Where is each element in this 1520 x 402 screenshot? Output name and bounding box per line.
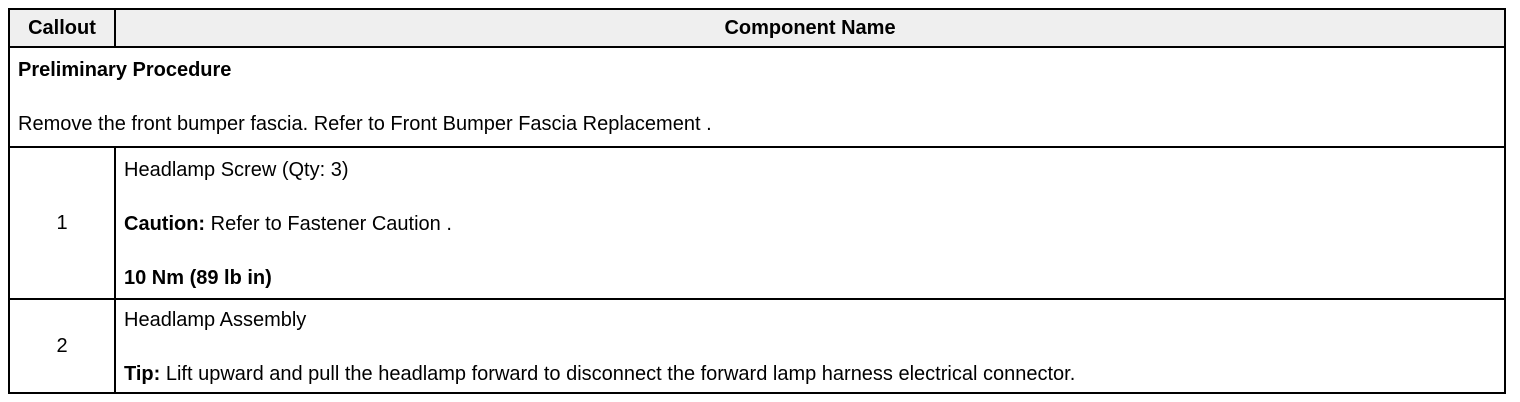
table-header-row: Callout Component Name — [8, 8, 1506, 48]
component-cell: Headlamp Screw (Qty: 3) Caution: Refer t… — [114, 146, 1506, 300]
component-name-column-header: Component Name — [114, 8, 1506, 48]
component-name: Headlamp Screw (Qty: 3) — [124, 159, 349, 181]
callout-number: 1 — [8, 146, 116, 300]
torque-spec: 10 Nm (89 lb in) — [124, 267, 272, 289]
procedure-sheet: Callout Component Name Preliminary Proce… — [8, 8, 1506, 394]
preliminary-procedure-title: Preliminary Procedure — [18, 59, 232, 81]
component-cell: Headlamp Assembly Tip: Lift upward and p… — [114, 298, 1506, 394]
component-name: Headlamp Assembly — [124, 309, 307, 331]
tip-label: Tip: — [124, 363, 161, 385]
caution-note: Caution: Refer to Fastener Caution . — [124, 212, 1496, 236]
table-row: 2 Headlamp Assembly Tip: Lift upward and… — [8, 298, 1506, 394]
preliminary-procedure-cell: Preliminary Procedure Remove the front b… — [8, 46, 1506, 148]
table-row: 1 Headlamp Screw (Qty: 3) Caution: Refer… — [8, 146, 1506, 300]
callout-column-header: Callout — [8, 8, 116, 48]
caution-label: Caution: — [124, 213, 206, 235]
preliminary-procedure-row: Preliminary Procedure Remove the front b… — [8, 46, 1506, 148]
tip-text: Lift upward and pull the headlamp forwar… — [160, 363, 1076, 385]
caution-text: Refer to Fastener Caution . — [205, 213, 452, 235]
callout-table: Callout Component Name Preliminary Proce… — [8, 8, 1506, 394]
preliminary-procedure-text: Remove the front bumper fascia. Refer to… — [18, 113, 712, 135]
tip-note: Tip: Lift upward and pull the headlamp f… — [124, 362, 1496, 386]
callout-number: 2 — [8, 298, 116, 394]
